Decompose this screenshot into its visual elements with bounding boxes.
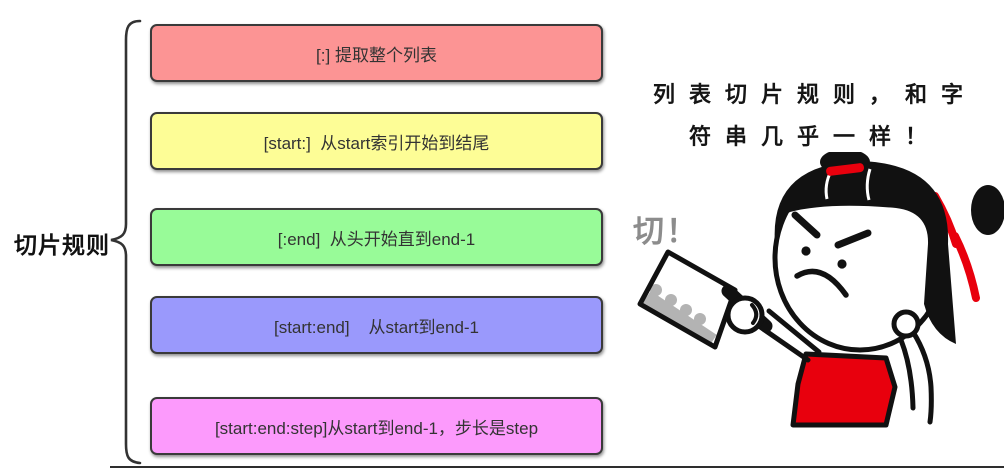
rule-box-start-only: [start:] 从start索引开始到结尾 <box>150 112 603 170</box>
speech-line-2: 符串几乎一样！ <box>688 124 941 149</box>
left-eyebrow <box>791 211 821 239</box>
red-apron <box>790 351 898 428</box>
right-eye <box>837 259 847 269</box>
right-arm <box>891 309 934 425</box>
right-fist <box>891 309 921 339</box>
ribbon-strand-icon <box>951 232 980 302</box>
left-eye <box>801 246 811 256</box>
right-eyebrow <box>834 229 872 249</box>
brace-bracket <box>110 19 142 465</box>
cleaver-icon <box>637 249 773 350</box>
speech-line-1: 列表切片规则，和字 <box>652 82 977 107</box>
rule-box-start-end: [start:end] 从start到end-1 <box>150 296 603 354</box>
rule-box-start-end-step: [start:end:step]从start到end-1，步长是step <box>150 397 603 455</box>
girl-face <box>791 211 872 298</box>
cut-exclamation: 切！ <box>633 214 699 249</box>
frown-mouth <box>794 268 849 298</box>
rule-box-end-only: [:end] 从头开始直到end-1 <box>150 208 603 266</box>
girl-hair <box>774 152 956 344</box>
bottom-border-line <box>110 466 1004 468</box>
speech-text: 列表切片规则，和字 符串几乎一样！ <box>626 74 1004 158</box>
blade-outline <box>637 249 738 350</box>
rule-box-whole-list: [:] 提取整个列表 <box>150 24 603 82</box>
bun-tie-icon <box>826 163 865 176</box>
angry-girl-illustration <box>637 152 1004 428</box>
thumb-line <box>750 303 759 325</box>
group-label: 切片规则 <box>14 232 110 258</box>
brace-path <box>110 19 142 465</box>
